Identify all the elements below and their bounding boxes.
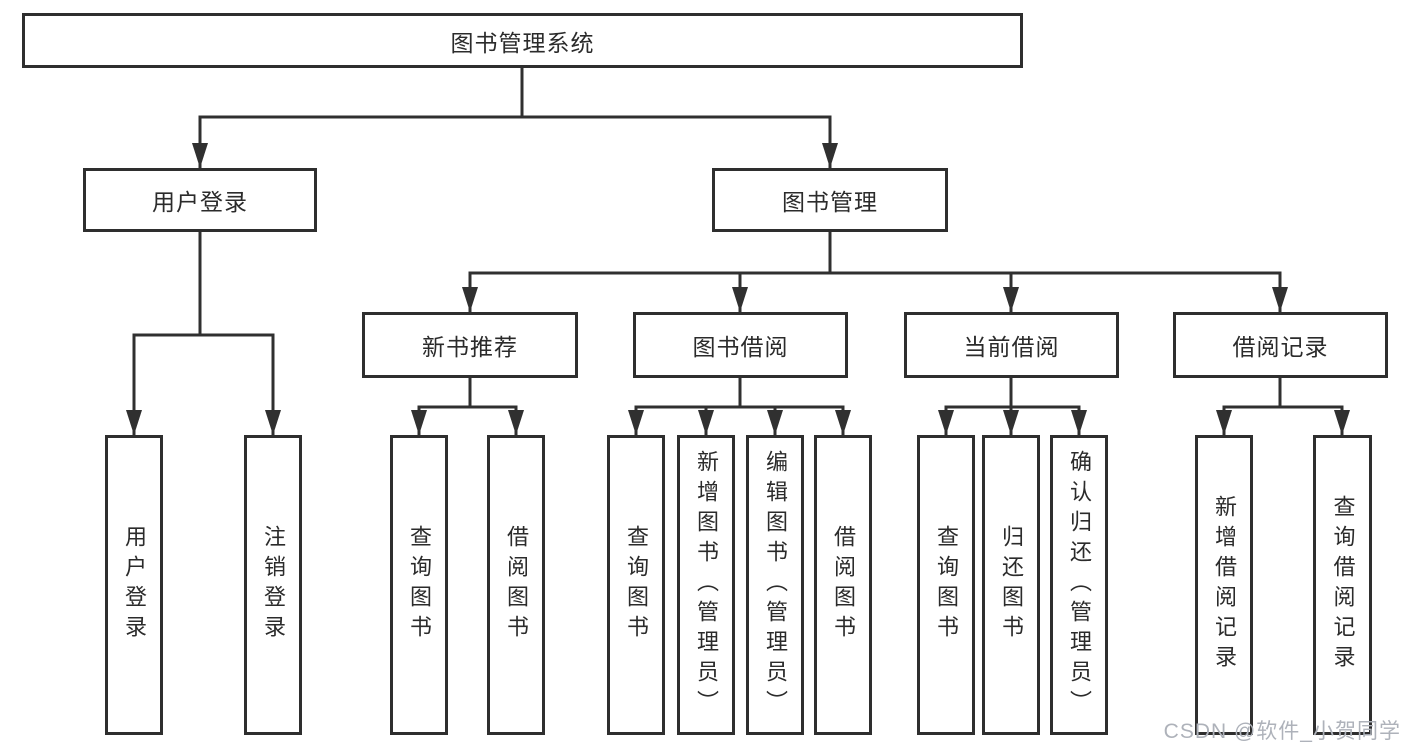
- node-label: 图书管理系统: [450, 29, 595, 56]
- leaf-borrow-books: 借阅图书: [814, 435, 872, 735]
- leaf-query-books-borrow: 查询图书: [607, 435, 665, 735]
- node-library-management-system: 图书管理系统: [22, 13, 1023, 68]
- node-label: 新书推荐: [422, 334, 518, 360]
- leaf-query-books-recommend: 查询图书: [390, 435, 448, 735]
- leaf-label: 归还图书: [999, 525, 1024, 645]
- leaf-return-books: 归还图书: [982, 435, 1040, 735]
- leaf-logout: 注销登录: [244, 435, 302, 735]
- node-user-login: 用户登录: [83, 168, 317, 232]
- node-current-borrow: 当前借阅: [904, 312, 1119, 378]
- leaf-label: 查询借阅记录: [1330, 495, 1356, 675]
- leaf-add-books-admin: 新增图书（管理员）: [677, 435, 735, 735]
- leaf-query-borrow-record: 查询借阅记录: [1313, 435, 1372, 735]
- leaf-edit-books-admin: 编辑图书（管理员）: [746, 435, 804, 735]
- node-label: 图书管理: [782, 189, 878, 215]
- node-label: 图书借阅: [692, 334, 789, 360]
- leaf-label: 借阅图书: [504, 525, 529, 645]
- leaf-label: 确认归还（管理员）: [1067, 450, 1092, 720]
- csdn-watermark: CSDN @软件_小贺同学: [1163, 720, 1401, 743]
- leaf-label: 新增图书（管理员）: [694, 450, 719, 720]
- leaf-add-borrow-record: 新增借阅记录: [1195, 435, 1253, 735]
- leaf-label: 借阅图书: [831, 525, 856, 645]
- node-new-book-recommend: 新书推荐: [362, 312, 578, 378]
- leaf-label: 查询图书: [407, 525, 432, 645]
- leaf-confirm-return-admin: 确认归还（管理员）: [1050, 435, 1108, 735]
- leaf-label: 编辑图书（管理员）: [763, 450, 788, 720]
- node-borrow-records: 借阅记录: [1173, 312, 1388, 378]
- leaf-label: 用户登录: [122, 525, 147, 645]
- leaf-user-login: 用户登录: [105, 435, 163, 735]
- node-label: 当前借阅: [963, 334, 1060, 360]
- leaf-label: 查询图书: [624, 525, 649, 645]
- node-book-borrow: 图书借阅: [633, 312, 848, 378]
- node-label: 用户登录: [152, 189, 248, 215]
- leaf-label: 注销登录: [261, 525, 286, 645]
- leaf-query-books-current: 查询图书: [917, 435, 975, 735]
- node-book-management: 图书管理: [712, 168, 948, 232]
- node-label: 借阅记录: [1232, 334, 1329, 360]
- leaf-label: 新增借阅记录: [1212, 495, 1237, 675]
- leaf-borrow-books-recommend: 借阅图书: [487, 435, 545, 735]
- leaf-label: 查询图书: [934, 525, 959, 645]
